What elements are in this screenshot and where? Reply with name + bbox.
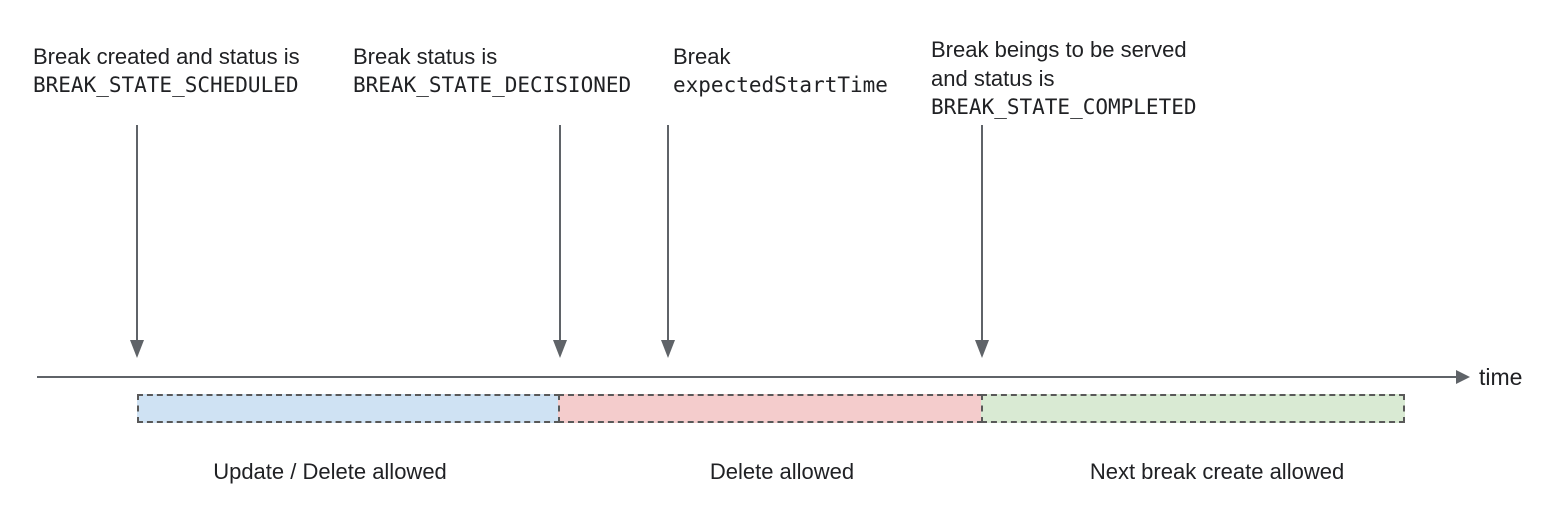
timeline-axis [37,376,1456,378]
segment-label-delete: Delete allowed [709,459,855,484]
segment-next-break-create-allowed [981,394,1405,423]
annotation-break-decisioned: Break status is BREAK_STATE_DECISIONED [353,42,631,100]
arrow-stem [559,125,561,340]
annotation-text: Break [673,44,731,69]
arrow-stem [667,125,669,340]
annotation-break-completed: Break beings to be served and status is … [931,35,1197,122]
arrow-head [661,340,675,358]
annotation-field-code: expectedStartTime [673,73,888,97]
segment-label-update-delete: Update / Delete allowed [213,459,447,484]
timeline-segments [137,394,1405,423]
annotation-expected-start-time: Break expectedStartTime [673,42,888,100]
arrow-stem [136,125,138,340]
segment-update-delete-allowed [137,394,560,423]
annotation-state-code: BREAK_STATE_SCHEDULED [33,73,299,97]
time-axis-label: time [1479,364,1523,390]
annotation-text: Break beings to be served [931,37,1187,62]
down-arrow-completed-icon [975,125,989,358]
down-arrow-expected-start-icon [661,125,675,358]
segment-delete-allowed [558,394,983,423]
annotation-text: Break status is [353,44,498,69]
down-arrow-scheduled-icon [130,125,144,358]
timeline-arrowhead-icon [1456,370,1470,384]
arrow-head [130,340,144,358]
arrow-head [975,340,989,358]
down-arrow-decisioned-icon [553,125,567,358]
annotation-text: Break created and status is [33,44,300,69]
annotation-state-code: BREAK_STATE_DECISIONED [353,73,632,97]
annotation-break-scheduled: Break created and status is BREAK_STATE_… [33,42,300,100]
segment-label-next-break-create: Next break create allowed [1089,459,1345,484]
annotation-state-code: BREAK_STATE_COMPLETED [931,95,1197,119]
arrow-stem [981,125,983,340]
annotation-text: and status is [931,66,1055,91]
arrow-head [553,340,567,358]
